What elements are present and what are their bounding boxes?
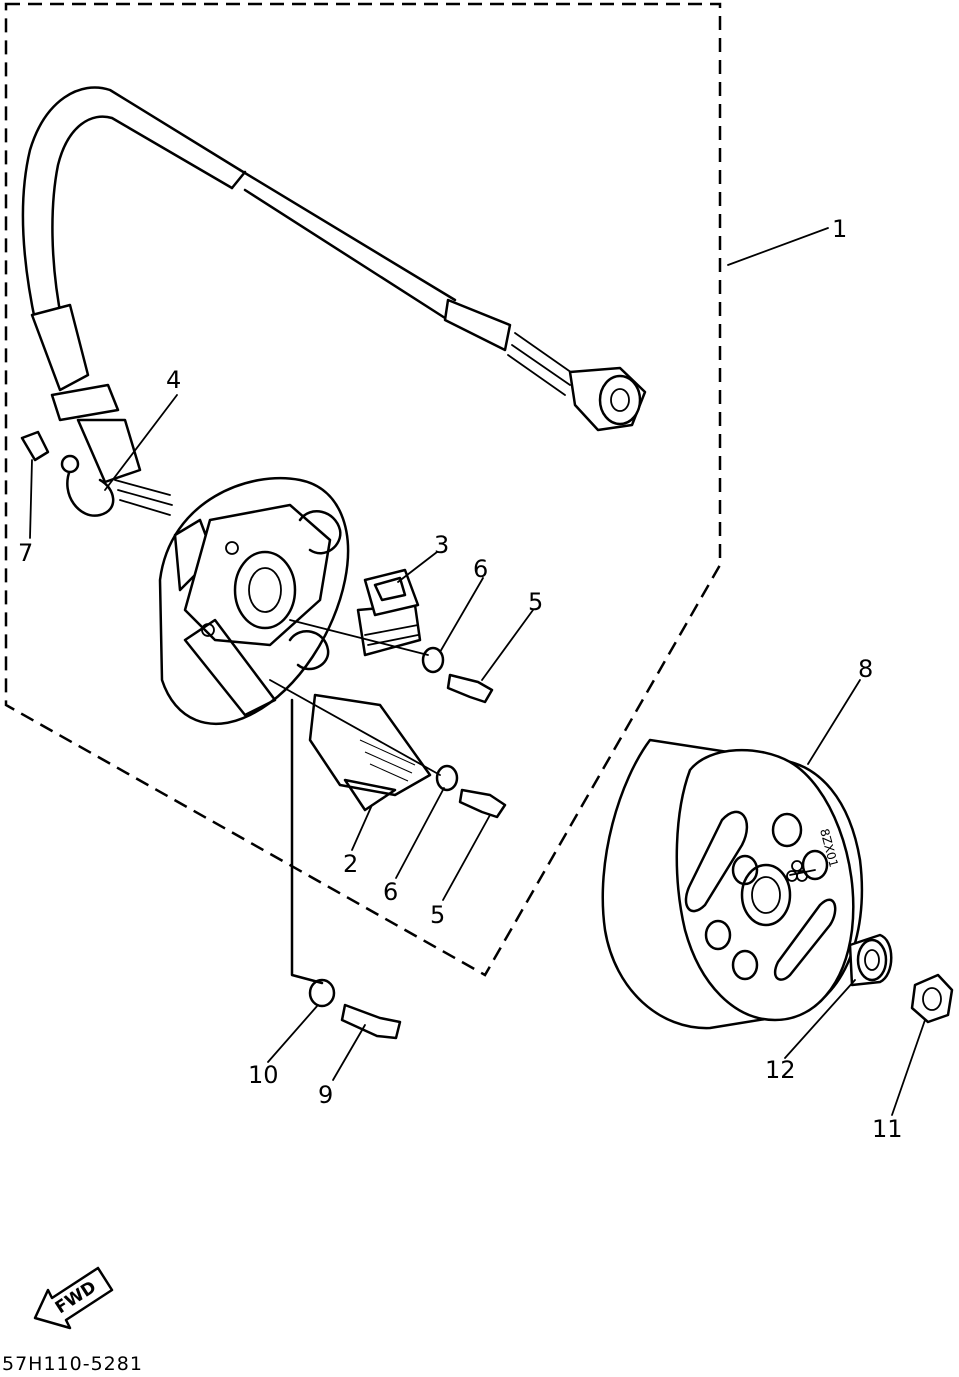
callout-6-upper: 6	[473, 555, 488, 583]
part-5-screw-lower	[458, 788, 507, 819]
callout-6-lower: 6	[383, 878, 398, 906]
wire-harness	[21, 86, 647, 517]
callout-12: 12	[765, 1056, 796, 1084]
fasteners	[308, 646, 507, 1040]
callout-2: 2	[343, 850, 358, 878]
callout-8: 8	[858, 655, 873, 683]
part-12-spacer	[848, 933, 893, 987]
part-6-washer-lower	[435, 764, 459, 792]
fwd-arrow: FWD	[33, 1266, 114, 1330]
part-9-screw	[340, 1003, 402, 1040]
callout-10: 10	[248, 1061, 279, 1089]
callout-7: 7	[18, 539, 33, 567]
callout-5-upper: 5	[528, 588, 543, 616]
callout-11: 11	[872, 1115, 903, 1143]
reference-code: 57H110-5281	[2, 1353, 143, 1375]
part-5-screw-upper	[446, 673, 494, 704]
callout-4: 4	[166, 366, 181, 394]
part-6-washer-upper	[421, 646, 445, 674]
stator-base-plate	[158, 476, 350, 725]
part-3-pickup-coil	[356, 568, 422, 657]
assembly-boundary	[4, 2, 722, 977]
part-7-screw	[20, 430, 50, 462]
part-8-rotor: 8ZX01	[601, 738, 864, 1030]
part-10-washer	[308, 978, 336, 1008]
callout-9: 9	[318, 1081, 333, 1109]
leader-lines	[29, 227, 926, 1116]
callout-1: 1	[832, 215, 847, 243]
callouts: 1 2 3 4 5 5 6 6 7 8 9 10 11 12	[18, 215, 903, 1143]
logo-tuning-fork-icon	[786, 860, 808, 882]
callout-5-lower: 5	[430, 901, 445, 929]
callout-3: 3	[434, 531, 449, 559]
part-11-nut	[910, 973, 954, 1024]
